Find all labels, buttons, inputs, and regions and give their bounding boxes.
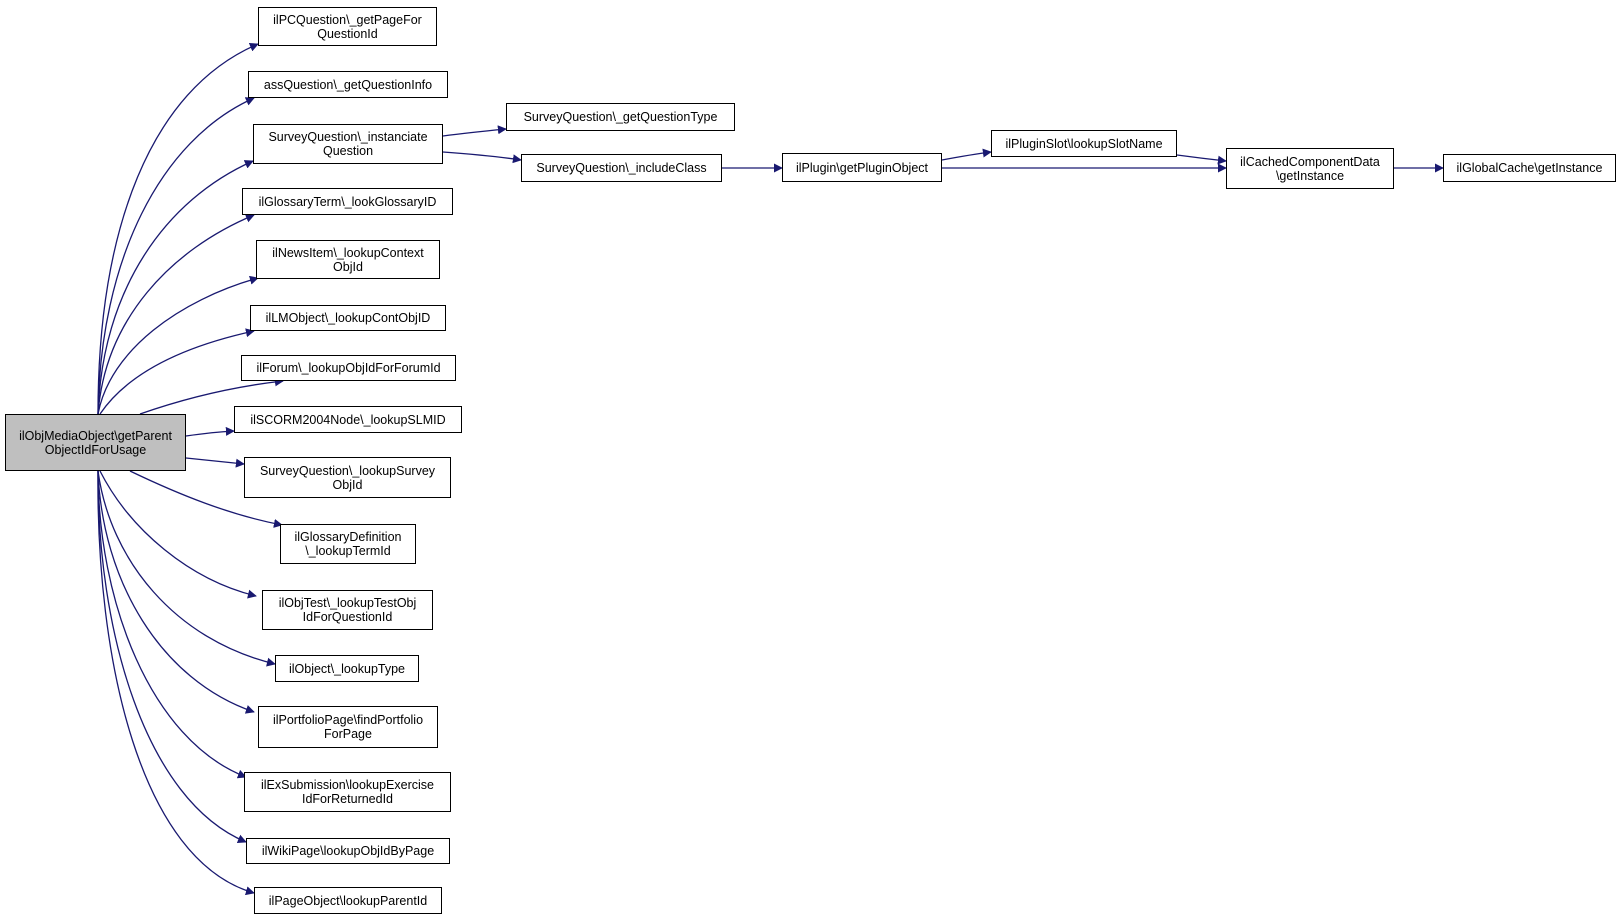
edge-svinst-to-svtype <box>442 125 507 137</box>
edge-root-to-svlook <box>185 457 245 468</box>
node-ilWikiPage-lookupObjIdByPage[interactable]: ilWikiPage\lookupObjIdByPage <box>246 838 450 864</box>
edge-root-to-wiki <box>97 470 247 844</box>
node-ilNewsItem-lookupContextObjId[interactable]: ilNewsItem\_lookupContext ObjId <box>256 240 440 279</box>
edge-slot-to-cached <box>1176 154 1227 165</box>
edge-root-to-exsub <box>97 470 247 779</box>
node-ilSCORM2004Node-lookupSLMID[interactable]: ilSCORM2004Node\_lookupSLMID <box>234 406 462 433</box>
node-ilPortfolioPage-findPortfolioForPage[interactable]: ilPortfolioPage\findPortfolio ForPage <box>258 706 438 748</box>
node-ilObject-lookupType[interactable]: ilObject\_lookupType <box>275 655 419 682</box>
edge-svinst-to-svinc <box>442 151 522 164</box>
node-SurveyQuestion-getQuestionType[interactable]: SurveyQuestion\_getQuestionType <box>506 103 735 131</box>
node-ilCachedComponentData-getInstance[interactable]: ilCachedComponentData \getInstance <box>1226 148 1394 189</box>
node-ilPluginSlot-lookupSlotName[interactable]: ilPluginSlot\lookupSlotName <box>991 130 1177 157</box>
edge-root-to-news <box>97 275 259 415</box>
node-SurveyQuestion-lookupSurveyObjId[interactable]: SurveyQuestion\_lookupSurvey ObjId <box>244 457 451 498</box>
node-ilGlossaryDefinition-lookupTermId[interactable]: ilGlossaryDefinition \_lookupTermId <box>280 524 416 564</box>
edge-root-to-glossdef <box>129 470 283 528</box>
edge-root-to-scorm <box>185 426 235 437</box>
edge-root-to-forum <box>139 377 284 415</box>
node-ilObjMediaObject-getParentObjectIdForUsage[interactable]: ilObjMediaObject\getParent ObjectIdForUs… <box>5 414 186 471</box>
node-SurveyQuestion-instanciateQuestion[interactable]: SurveyQuestion\_instanciate Question <box>253 124 443 164</box>
node-assQuestion-getQuestionInfo[interactable]: assQuestion\_getQuestionInfo <box>248 71 448 98</box>
node-ilForum-lookupObjIdForForumId[interactable]: ilForum\_lookupObjIdForForumId <box>241 355 456 381</box>
node-ilObjTest-lookupTestObjIdForQuestionId[interactable]: ilObjTest\_lookupTestObj IdForQuestionId <box>262 590 433 630</box>
edge-plugin-to-slot <box>941 148 992 161</box>
node-ilPlugin-getPluginObject[interactable]: ilPlugin\getPluginObject <box>782 153 942 182</box>
node-ilGlossaryTerm-lookGlossaryID[interactable]: ilGlossaryTerm\_lookGlossaryID <box>242 188 453 215</box>
edge-root-to-pcq <box>97 43 259 415</box>
edge-root-to-object <box>97 470 276 667</box>
node-ilPageObject-lookupParentId[interactable]: ilPageObject\lookupParentId <box>254 887 442 914</box>
edge-root-to-objtest <box>99 470 257 599</box>
edge-root-to-gloss <box>97 213 255 415</box>
node-ilLMObject-lookupContObjID[interactable]: ilLMObject\_lookupContObjID <box>250 305 446 331</box>
edge-root-to-portfolio <box>97 470 255 714</box>
node-ilExSubmission-lookupExerciseIdForReturnedId[interactable]: ilExSubmission\lookupExercise IdForRetur… <box>244 772 451 812</box>
edge-root-to-lm <box>99 328 255 415</box>
edge-root-to-svinst <box>97 160 254 415</box>
node-ilPCQuestion-getPageForQuestionId[interactable]: ilPCQuestion\_getPageFor QuestionId <box>258 7 437 46</box>
node-ilGlobalCache-getInstance[interactable]: ilGlobalCache\getInstance <box>1443 154 1616 182</box>
edge-root-to-pageobj <box>97 470 255 896</box>
edge-root-to-assq <box>97 97 255 415</box>
node-SurveyQuestion-includeClass[interactable]: SurveyQuestion\_includeClass <box>521 154 722 182</box>
